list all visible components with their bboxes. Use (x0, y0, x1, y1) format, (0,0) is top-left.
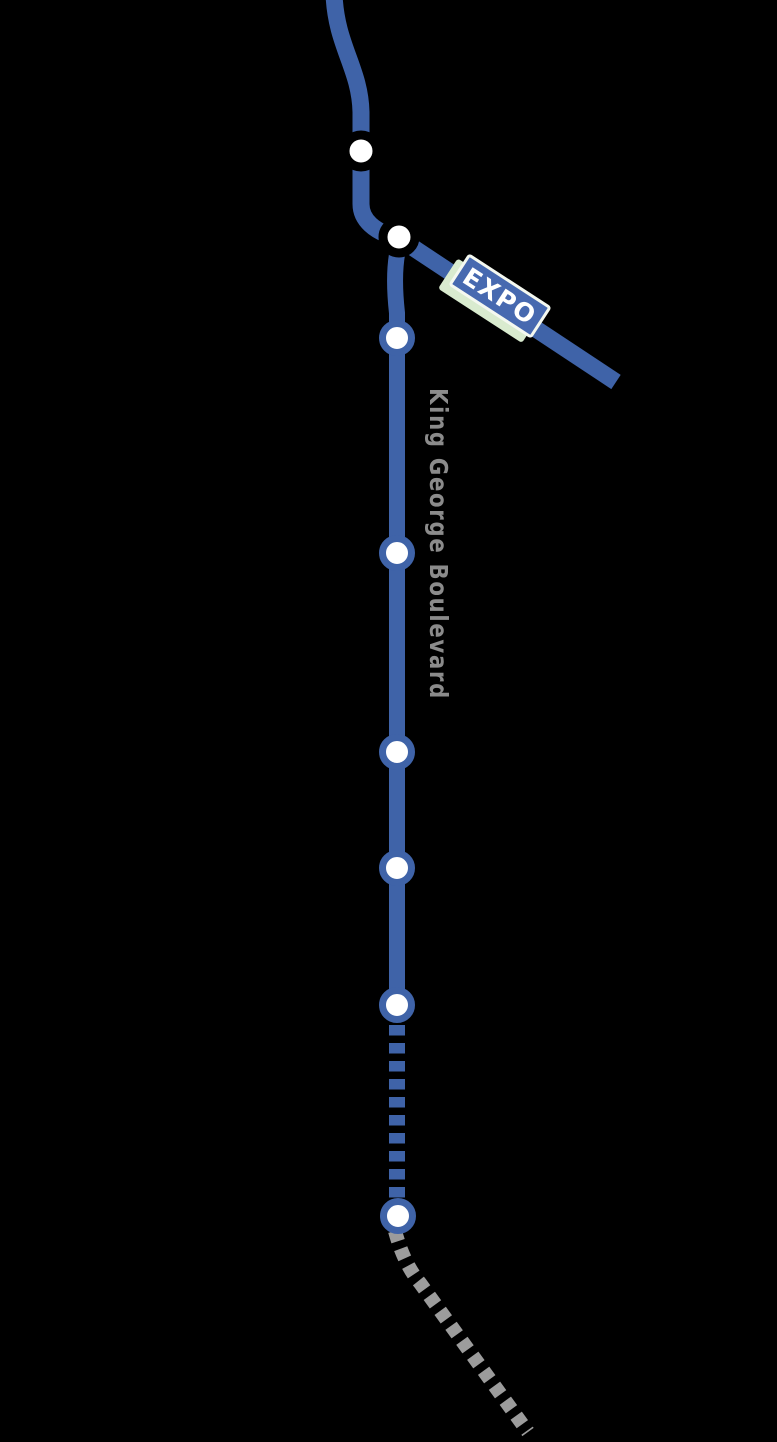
station-extension-marker (380, 1198, 416, 1234)
station-existing-marker (340, 130, 382, 172)
future-extension-dashed-path (388, 1229, 534, 1437)
king-george-line-path (386, 242, 407, 1015)
station-extension-marker (379, 320, 415, 356)
street-label: King George Boulevard (424, 388, 453, 700)
station-extension-marker (379, 987, 415, 1023)
station-existing-marker (378, 216, 420, 258)
expo-badge-rect (449, 254, 551, 338)
station-extension-marker (379, 535, 415, 571)
station-extension-marker (379, 850, 415, 886)
main-line-north-path (325, 0, 394, 245)
station-extension-marker (379, 734, 415, 770)
expo-badge: EXPO (439, 254, 551, 342)
